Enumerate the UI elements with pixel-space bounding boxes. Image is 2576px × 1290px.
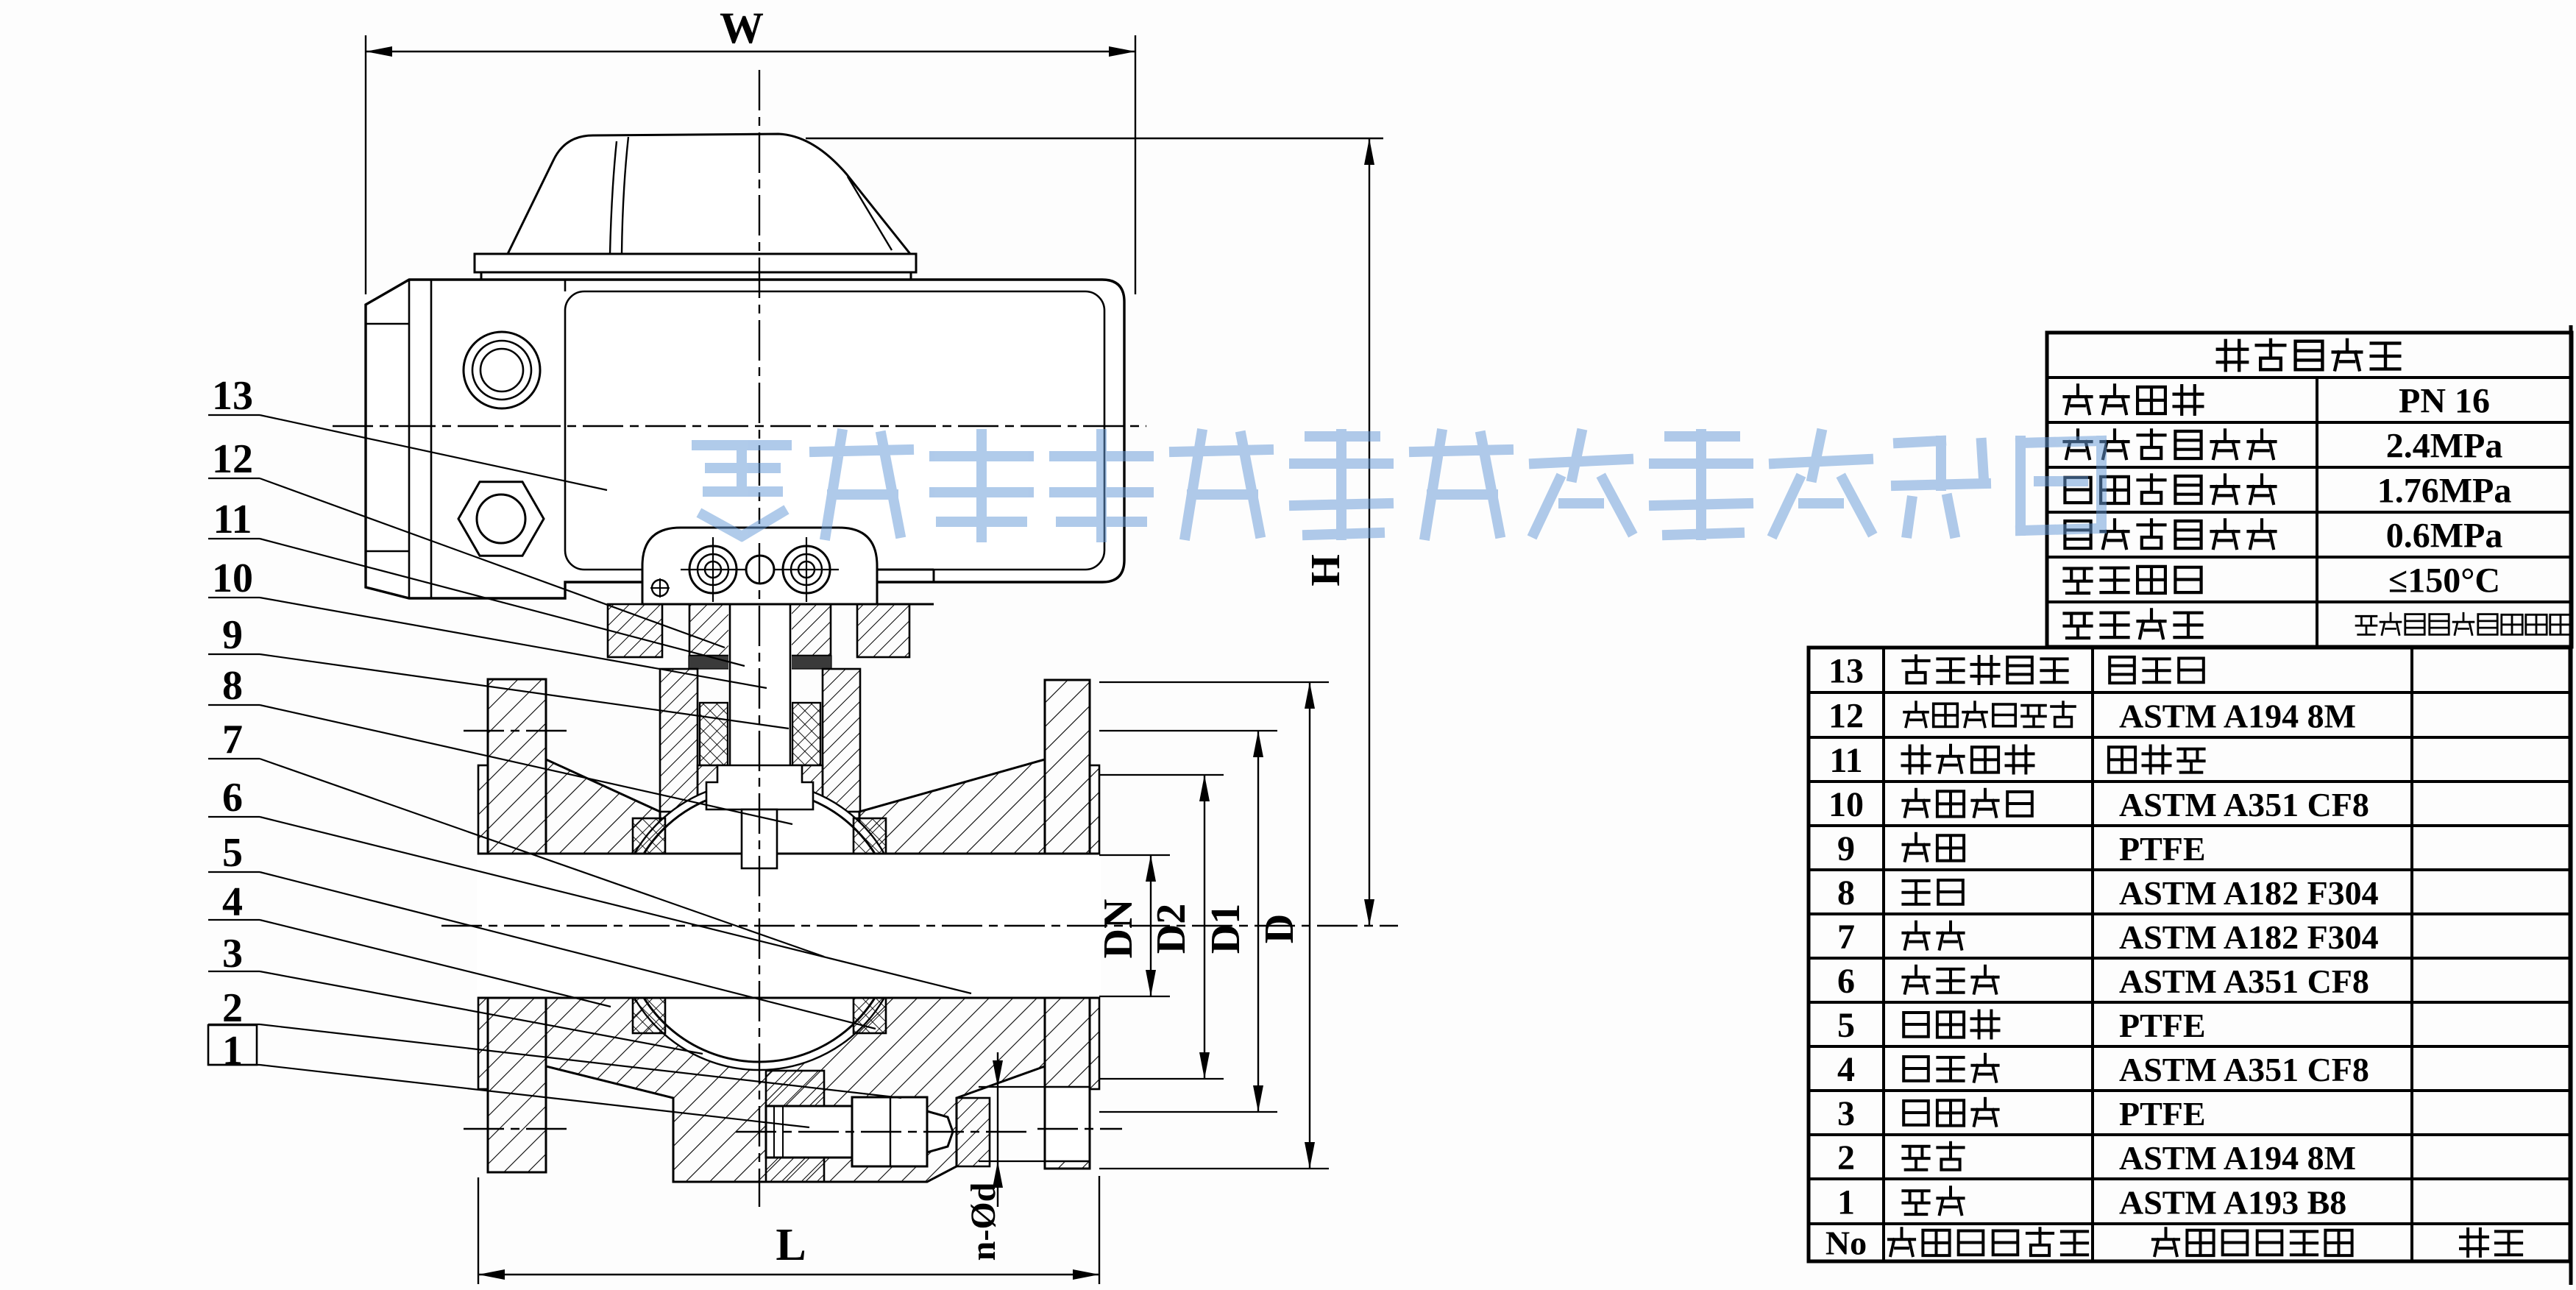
svg-text:6: 6	[1837, 962, 1855, 1001]
svg-text:7: 7	[222, 717, 243, 762]
svg-text:ASTM A182 F304: ASTM A182 F304	[2119, 874, 2379, 912]
svg-text:DN: DN	[1096, 899, 1141, 959]
svg-text:D: D	[1257, 914, 1302, 943]
svg-text:2: 2	[222, 985, 243, 1031]
svg-text:10: 10	[212, 556, 253, 601]
svg-text:ASTM A351 CF8: ASTM A351 CF8	[2119, 1051, 2369, 1088]
svg-text:0.6MPa: 0.6MPa	[2386, 517, 2503, 556]
svg-text:ASTM A351 CF8: ASTM A351 CF8	[2119, 786, 2369, 823]
svg-text:11: 11	[1829, 741, 1862, 780]
svg-text:4: 4	[1837, 1050, 1855, 1089]
svg-text:2: 2	[1837, 1138, 1855, 1177]
svg-text:No: No	[1825, 1225, 1867, 1262]
svg-text:ASTM A194 8M: ASTM A194 8M	[2119, 1139, 2356, 1177]
svg-text:12: 12	[212, 436, 253, 482]
svg-text:ASTM A193 B8: ASTM A193 B8	[2119, 1184, 2346, 1222]
svg-text:L: L	[776, 1220, 806, 1270]
svg-text:3: 3	[1837, 1094, 1855, 1133]
svg-text:8: 8	[222, 663, 243, 709]
svg-text:PTFE: PTFE	[2119, 1095, 2206, 1133]
svg-text:ASTM A182 F304: ASTM A182 F304	[2119, 918, 2379, 956]
svg-text:D1: D1	[1203, 904, 1249, 954]
svg-text:D2: D2	[1149, 904, 1194, 954]
svg-text:≤150°C: ≤150°C	[2388, 561, 2500, 600]
svg-text:9: 9	[222, 612, 243, 658]
svg-text:PTFE: PTFE	[2119, 830, 2206, 868]
svg-text:PN 16: PN 16	[2399, 382, 2490, 421]
svg-text:10: 10	[1828, 785, 1864, 824]
svg-text:ASTM A194 8M: ASTM A194 8M	[2119, 698, 2356, 735]
svg-text:3: 3	[222, 931, 243, 977]
svg-text:1: 1	[222, 1028, 243, 1074]
svg-text:ASTM A351 CF8: ASTM A351 CF8	[2119, 963, 2369, 1000]
svg-text:8: 8	[1837, 873, 1855, 912]
svg-text:7: 7	[1837, 918, 1855, 957]
svg-text:6: 6	[222, 775, 243, 821]
svg-text:1.76MPa: 1.76MPa	[2377, 472, 2512, 511]
svg-text:11: 11	[213, 497, 252, 542]
svg-text:5: 5	[1837, 1006, 1855, 1045]
svg-text:H: H	[1303, 554, 1349, 586]
svg-text:2.4MPa: 2.4MPa	[2386, 427, 2503, 466]
svg-text:W: W	[720, 4, 764, 52]
svg-text:13: 13	[1828, 652, 1864, 691]
svg-text:9: 9	[1837, 829, 1855, 868]
svg-text:1: 1	[1837, 1183, 1855, 1222]
svg-text:13: 13	[212, 373, 253, 419]
svg-text:4: 4	[222, 879, 243, 925]
svg-text:PTFE: PTFE	[2119, 1007, 2206, 1044]
svg-text:5: 5	[222, 830, 243, 876]
svg-text:12: 12	[1828, 697, 1864, 736]
svg-text:n-Ød: n-Ød	[964, 1182, 1003, 1261]
